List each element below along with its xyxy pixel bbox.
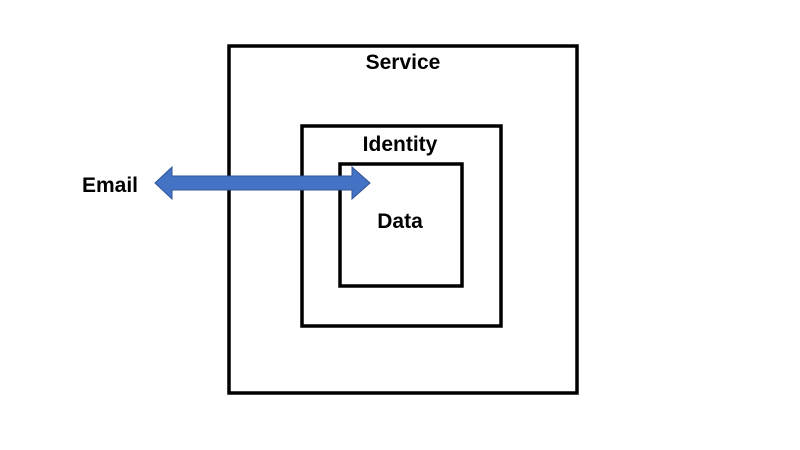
service-label: Service (366, 51, 441, 74)
identity-box (300, 124, 503, 328)
email-label: Email (82, 174, 138, 197)
service-box (227, 44, 579, 395)
data-label: Data (377, 210, 423, 233)
data-box (338, 162, 464, 288)
service-box-group: Service (227, 44, 579, 395)
identity-label: Identity (363, 133, 438, 156)
data-box-group: Data (338, 162, 464, 288)
bidirectional-arrow (154, 165, 371, 201)
identity-box-group: Identity (300, 124, 503, 328)
